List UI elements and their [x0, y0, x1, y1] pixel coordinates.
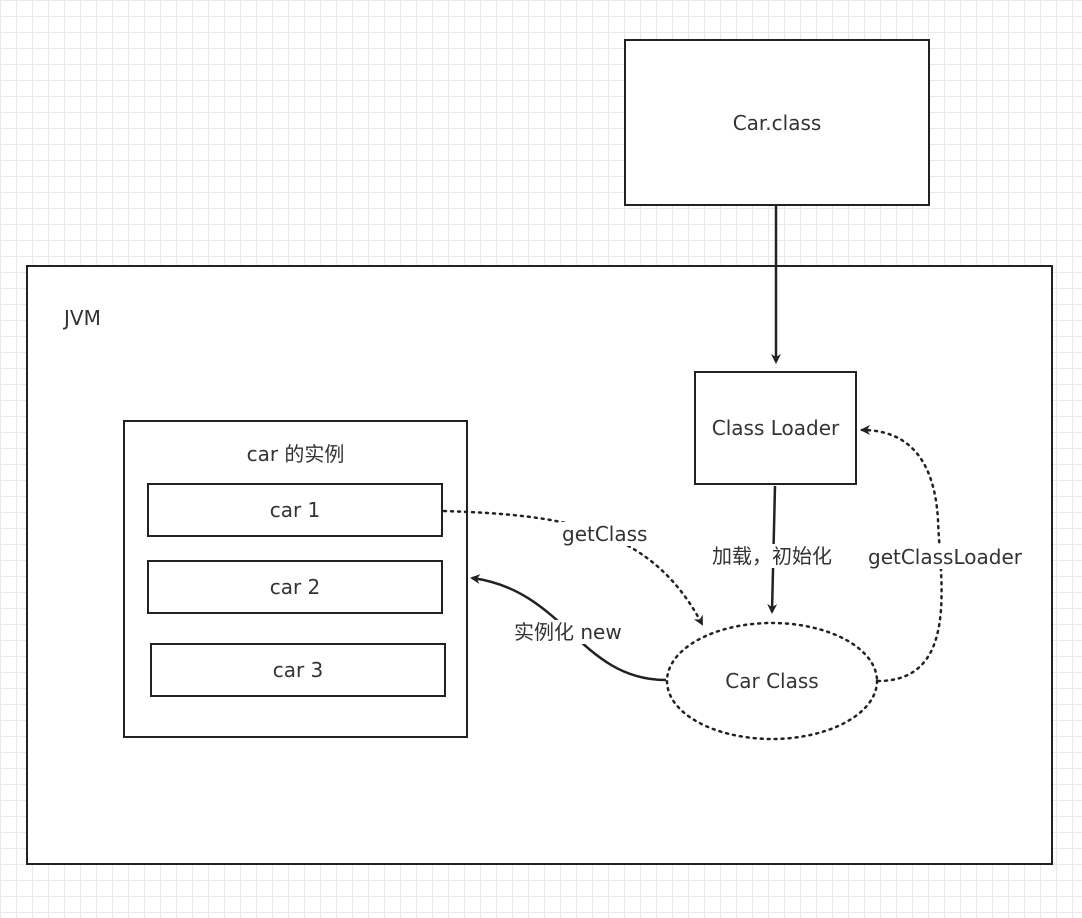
car-1-node: car 1	[147, 483, 443, 537]
car-1-label: car 1	[269, 498, 321, 522]
jvm-label: JVM	[64, 306, 101, 330]
car-3-node: car 3	[150, 643, 446, 697]
car-2-label: car 2	[269, 575, 321, 599]
car-class-file-node: Car.class	[624, 39, 930, 206]
car-class-object-label: Car Class	[725, 669, 819, 693]
edge-label-instantiate: 实例化 new	[512, 620, 624, 644]
edge-label-get-class: getClass	[560, 522, 650, 546]
edge-label-get-class-loader: getClassLoader	[866, 545, 1024, 569]
class-loader-label: Class Loader	[711, 416, 840, 440]
car-class-ellipse	[665, 621, 879, 741]
class-loader-node: Class Loader	[694, 371, 857, 485]
car-2-node: car 2	[147, 560, 443, 614]
car-3-label: car 3	[272, 658, 324, 682]
instances-title: car 的实例	[246, 442, 345, 466]
edge-class-to-loader	[860, 425, 943, 683]
car-class-file-label: Car.class	[732, 110, 822, 135]
edge-label-load-init: 加载，初始化	[710, 544, 834, 568]
